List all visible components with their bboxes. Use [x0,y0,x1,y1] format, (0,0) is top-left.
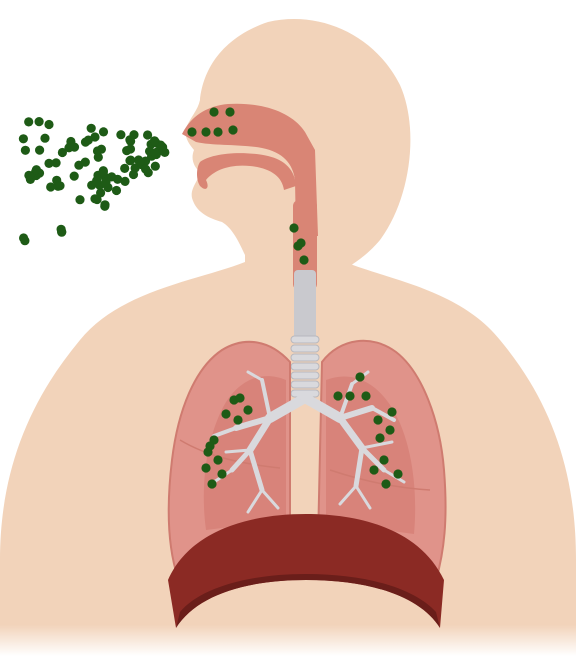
particle-lung [213,455,222,464]
trachea-ring [291,372,319,379]
particle [93,195,102,204]
particle [141,165,150,174]
particle-lung [385,425,394,434]
particle-lung [233,415,242,424]
particle [35,117,44,126]
particle-lung [201,463,210,472]
particle [24,171,33,180]
particle-trachea [299,255,308,264]
particle-lung [393,469,402,478]
particle-lung [375,433,384,442]
particle [44,159,53,168]
particle-lung [217,469,226,478]
particle-lung [333,391,342,400]
particle-trachea [296,238,305,247]
particle [122,146,131,155]
particle-lung [381,479,390,488]
particle-trachea [289,223,298,232]
particle [24,117,33,126]
particle [135,157,144,166]
particle [125,156,134,165]
particle [129,170,138,179]
trachea-tube [294,270,316,340]
particle [100,200,109,209]
particle [75,195,84,204]
particle-lung [369,465,378,474]
particle [92,176,101,185]
particle [21,146,30,155]
trachea-ring [291,336,319,343]
particle-lung [361,391,370,400]
particle [55,181,64,190]
particle [151,162,160,171]
particle [84,136,93,145]
particle [94,153,103,162]
particle-lung [379,455,388,464]
particle [70,172,79,181]
trachea-ring [291,354,319,361]
bronchus [226,450,250,452]
particle-nose [228,125,237,134]
particle [81,158,90,167]
trachea-ring [291,381,319,388]
particle [113,175,122,184]
particle-lung [387,407,396,416]
particle [129,130,138,139]
particle [87,124,96,133]
particle [57,227,66,236]
particle-lung [205,441,214,450]
particle [40,134,49,143]
particle-lung [355,372,364,381]
particle [19,134,28,143]
particle-lung [243,405,252,414]
particle-lung [345,391,354,400]
particle [99,127,108,136]
particle [35,146,44,155]
particle-lung [235,393,244,402]
particle [32,165,41,174]
particle-nose [225,107,234,116]
particle [150,148,159,157]
particle-nose [209,107,218,116]
particle-nose [187,127,196,136]
particle [44,120,53,129]
particle-lung [373,415,382,424]
particle [19,233,28,242]
bottom-fade [0,500,576,656]
particle-lung [221,409,230,418]
trachea [291,270,319,397]
particle [112,186,121,195]
particle-lung [207,479,216,488]
particle-nose [201,127,210,136]
particle [99,167,108,176]
particle [66,140,75,149]
particle [58,148,67,157]
particle [116,130,125,139]
trachea-ring [291,363,319,370]
particle [150,136,159,145]
particle [120,164,129,173]
particle-nose [213,127,222,136]
trachea-ring [291,345,319,352]
